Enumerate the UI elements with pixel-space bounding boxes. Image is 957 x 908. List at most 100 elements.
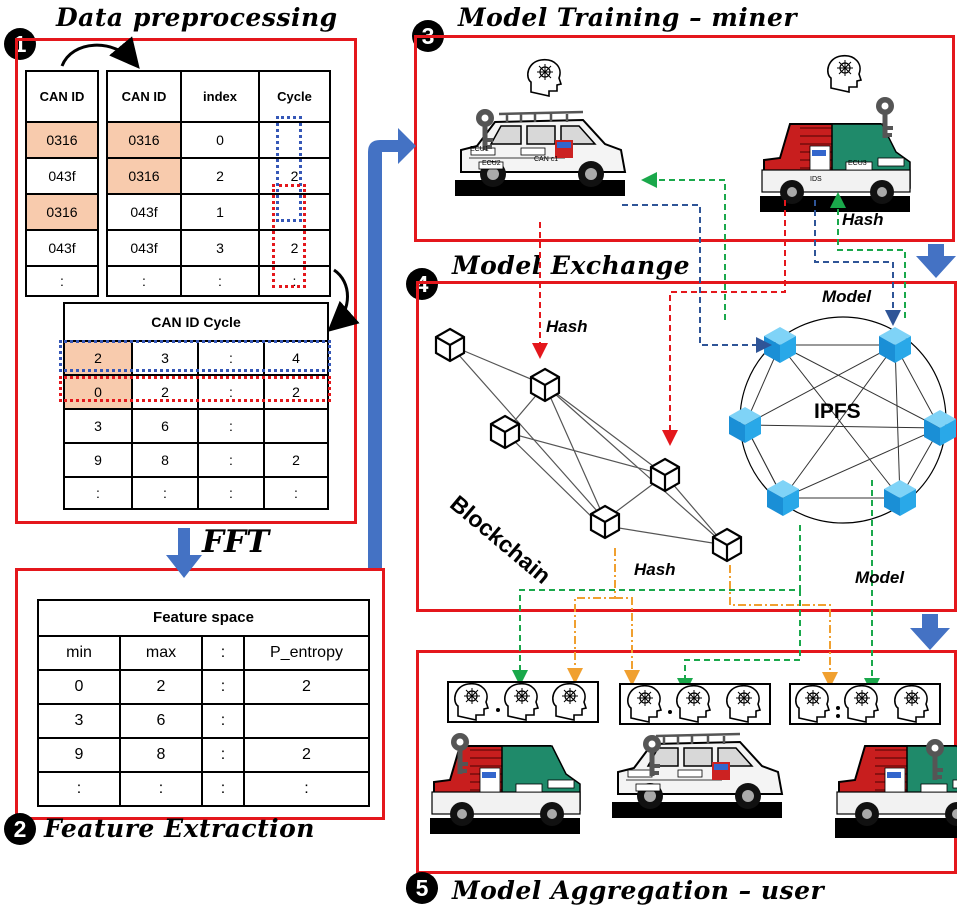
block-cube-icon: [434, 327, 466, 363]
canid-cycle-cell: :: [197, 476, 265, 510]
index-table-header: index: [180, 70, 260, 123]
feature-cell: [243, 703, 370, 739]
model-flow-green-3: [512, 525, 801, 686]
exchange-to-aggregation-arrow: [910, 614, 950, 650]
feature-cell: :: [243, 771, 370, 807]
cycle-highlight-blue: [276, 116, 302, 222]
feature-cell: 3: [37, 703, 121, 739]
feature-cell: 0: [37, 669, 121, 705]
canid-cell: 043f: [25, 157, 99, 195]
index-table-cell: [258, 193, 331, 231]
model-flow-green-4: [677, 590, 801, 694]
feature-to-training-arrow: [368, 128, 416, 568]
block-cube-icon: [529, 367, 561, 403]
step1-title: Data preprocessing: [56, 3, 338, 32]
index-table-cell: 2: [180, 157, 260, 195]
feature-cell: 2: [119, 669, 203, 705]
feature-cell: 6: [119, 703, 203, 739]
canid-cycle-cell: 8: [131, 442, 199, 478]
aggregation-model-box-1: [447, 681, 599, 723]
user-truck-vehicle-icon: [429, 745, 581, 835]
index-table-cell: :: [180, 265, 260, 297]
model-flow-blue-1: [622, 204, 772, 353]
can-label: CAN c1: [534, 156, 559, 163]
index-cycle-table: CAN ID index Cycle 0316 0 0316 2 2 043f …: [106, 70, 331, 297]
model-flow-green-2: [830, 192, 906, 318]
canid-cycle-cell: :: [197, 408, 265, 444]
index-table-cell: 0316: [106, 157, 182, 195]
step2-badge: 2: [4, 813, 36, 845]
step5-badge: 5: [406, 872, 438, 904]
canid-cycle-cell: :: [63, 476, 133, 510]
ecu-label: ECU3: [848, 160, 867, 167]
feature-cell: 2: [243, 669, 370, 705]
index-table-cell: [258, 121, 331, 159]
canid-cell: :: [25, 265, 99, 297]
feature-cell: 9: [37, 737, 121, 773]
aggregation-model-box-3: [789, 683, 941, 725]
feature-header: P_entropy: [243, 635, 370, 671]
curve-arrow-right: [327, 268, 360, 332]
brain-network-icon: [527, 58, 562, 97]
block-cube-icon: [649, 457, 681, 493]
training-to-exchange-arrow: [916, 244, 956, 278]
hash-label-top: Hash: [842, 210, 884, 229]
canid-cycle-cell: 3: [63, 408, 133, 444]
index-table-cell: 0316: [106, 121, 182, 159]
feature-header: :: [201, 635, 245, 671]
ecu-label: ECU1: [470, 146, 489, 153]
index-table-cell: 043f: [106, 193, 182, 231]
index-table-header: CAN ID: [106, 70, 182, 123]
ipfs-cube-icon: [879, 327, 911, 363]
step2-frame: [15, 568, 385, 820]
hash-flow-red-2: [662, 200, 786, 446]
feature-cell: :: [201, 771, 245, 807]
model-flow-blue-2: [814, 200, 901, 326]
index-table-cell: 2: [258, 229, 331, 267]
step3-title: Model Training – miner: [458, 3, 798, 32]
step3-frame: [414, 35, 955, 242]
index-table-header: Cycle: [258, 70, 331, 123]
step4-title: Model Exchange: [452, 251, 691, 280]
step1-frame: [15, 38, 357, 524]
model-flow-green-1: [641, 172, 726, 320]
ids-label: IDS: [810, 176, 822, 183]
feature-cell: :: [201, 669, 245, 705]
feature-cell: :: [201, 703, 245, 739]
canid-cycle-cell: :: [197, 442, 265, 478]
ecu-label: ECU2: [482, 160, 501, 167]
step4-frame: [416, 281, 957, 612]
user-suv-vehicle-icon: [610, 732, 784, 820]
canid-cycle-cell: :: [263, 476, 329, 510]
curve-arrow-top: [60, 36, 140, 69]
hash-flow-orange-1: [567, 548, 616, 684]
canid-cell: 0316: [25, 193, 99, 231]
model-label-bottom: Model: [855, 568, 905, 587]
ipfs-label: IPFS: [814, 400, 861, 423]
model-label-top: Model: [822, 287, 872, 306]
feature-cell: 2: [243, 737, 370, 773]
canid-cycle-cell: 6: [131, 408, 199, 444]
aggregation-model-box-2: [619, 683, 771, 725]
index-table-cell: 1: [180, 193, 260, 231]
index-table-cell: 043f: [106, 229, 182, 267]
hash-flow-orange-3: [729, 565, 838, 688]
hash-flow-orange-2: [615, 597, 640, 686]
cycle-row-highlight-red: [59, 376, 331, 402]
index-table-cell: 2: [258, 157, 331, 195]
canid-cell: 0316: [25, 121, 99, 159]
hash-label-bottom: Hash: [634, 560, 676, 579]
ipfs-cube-icon: [729, 407, 761, 443]
canid-cycle-cell: [263, 408, 329, 444]
block-cube-icon: [711, 527, 743, 563]
index-table-cell: 3: [180, 229, 260, 267]
ground-shadow: [835, 828, 957, 838]
block-cube-icon: [589, 504, 621, 540]
canid-cycle-cell: 2: [263, 442, 329, 478]
feature-space-table: Feature space min max : P_entropy 0 2 : …: [37, 599, 370, 807]
index-table-cell: 0: [180, 121, 260, 159]
canid-cycle-cell: 9: [63, 442, 133, 478]
index-table-cell: :: [106, 265, 182, 297]
